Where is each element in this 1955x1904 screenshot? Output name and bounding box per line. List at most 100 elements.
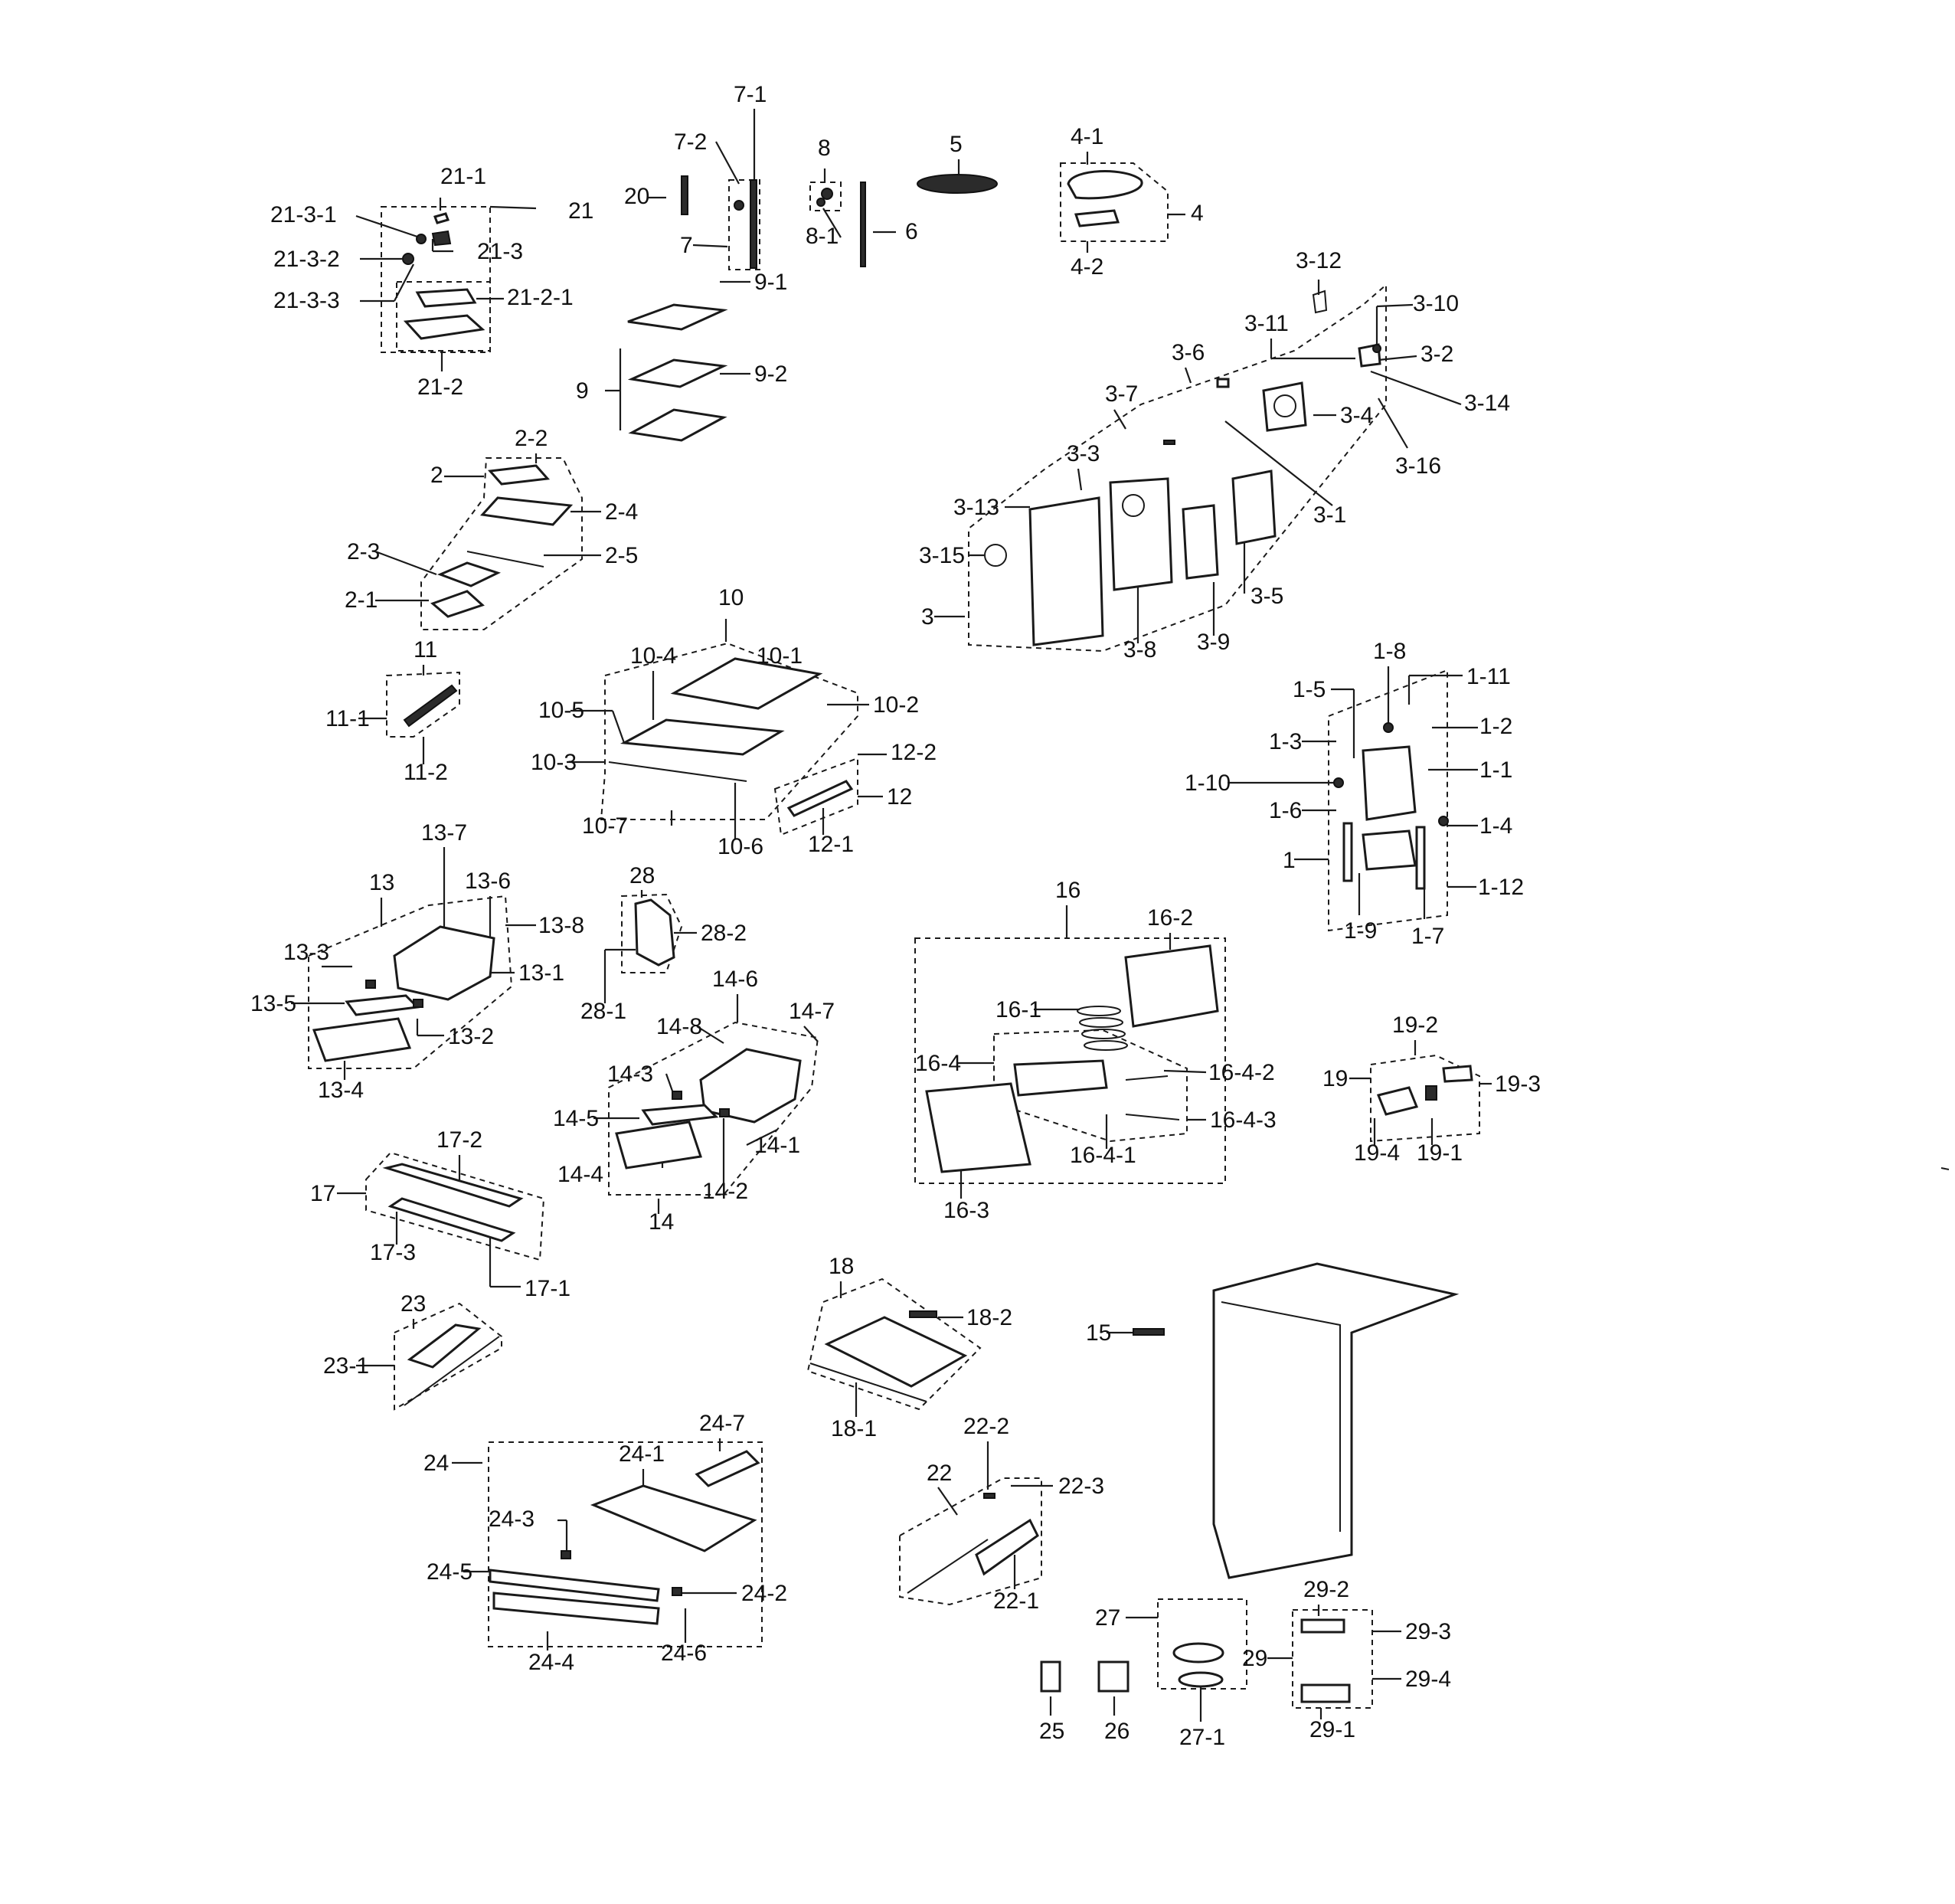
part-label-3-16: 3-16 — [1395, 453, 1441, 479]
part-24-7-shape — [695, 1450, 760, 1487]
part-label-3-8: 3-8 — [1123, 637, 1156, 662]
part-label-16-4-1: 16-4-1 — [1070, 1143, 1136, 1168]
part-label-8-1: 8-1 — [806, 224, 839, 249]
part-label-12-2: 12-2 — [891, 740, 937, 765]
part-3-10-shape — [1372, 344, 1381, 353]
part-label-13-1: 13-1 — [518, 960, 564, 986]
part-label-29-3: 29-3 — [1405, 1619, 1451, 1644]
part-label-1-7: 1-7 — [1411, 924, 1444, 949]
part-shapes — [312, 170, 1950, 1703]
part-8-1-shape — [816, 198, 825, 207]
part-label-1-5: 1-5 — [1293, 677, 1326, 702]
part-label-1-2: 1-2 — [1479, 714, 1512, 739]
part-label-20: 20 — [624, 184, 649, 209]
part-label-17-2: 17-2 — [436, 1127, 482, 1153]
part-label-24: 24 — [423, 1451, 449, 1476]
group-2-outline — [420, 457, 583, 630]
group-21-outline — [381, 206, 491, 353]
part-24-4-shape — [492, 1592, 660, 1625]
part-label-24-1: 24-1 — [619, 1441, 665, 1467]
part-label-28: 28 — [629, 863, 655, 888]
part-label-8: 8 — [818, 136, 831, 161]
part-21-3-shape — [431, 230, 452, 247]
part-label-12: 12 — [887, 784, 912, 810]
part-label-10: 10 — [718, 585, 744, 610]
part-label-18: 18 — [829, 1254, 854, 1279]
part-2-4-shape — [479, 496, 574, 526]
part-label-13-6: 13-6 — [465, 869, 511, 894]
group-24-outline — [488, 1441, 763, 1647]
part-label-10-5: 10-5 — [538, 698, 584, 723]
part-9-1-shape — [627, 303, 728, 331]
part-16-4-3-shape — [1125, 1114, 1180, 1120]
part-label-2: 2 — [430, 463, 443, 488]
part-20-shape — [681, 175, 688, 215]
part-5-shape — [917, 174, 998, 194]
group-29-outline — [1292, 1609, 1373, 1709]
part-label-10-3: 10-3 — [531, 750, 577, 775]
part-label-11: 11 — [414, 637, 437, 662]
part-26-shape — [1097, 1660, 1130, 1693]
part-3-9-shape — [1182, 504, 1219, 580]
part-label-14-1: 14-1 — [754, 1133, 800, 1158]
part-label-24-3: 24-3 — [489, 1507, 535, 1532]
part-3-15-shape — [984, 544, 1007, 567]
part-24-1-shape — [590, 1484, 757, 1552]
part-23-shape — [407, 1323, 482, 1369]
part-label-9-2: 9-2 — [754, 361, 787, 387]
part-label-3-12: 3-12 — [1296, 248, 1342, 273]
part-label-17: 17 — [310, 1181, 335, 1206]
part-14-1-shape — [699, 1048, 802, 1124]
part-label-9: 9 — [576, 378, 589, 404]
part-3-4-fan-shape — [1273, 394, 1296, 417]
part-18-1-shape — [809, 1363, 927, 1402]
group-12-outline — [773, 757, 858, 836]
part-label-19-1: 19-1 — [1417, 1140, 1463, 1166]
part-13-2-shape — [413, 999, 423, 1008]
part-14-5-shape — [641, 1104, 719, 1126]
part-label-16-4-2: 16-4-2 — [1208, 1060, 1275, 1085]
part-label-25: 25 — [1039, 1719, 1064, 1744]
part-label-3-1: 3-1 — [1313, 502, 1346, 528]
part-1-9-shape — [1362, 829, 1417, 871]
part-21-2-1-shape — [415, 288, 477, 308]
group-11-outline — [386, 671, 460, 738]
group-13-outline — [308, 895, 513, 1069]
part-label-2-5: 2-5 — [605, 543, 638, 568]
part-label-1-11: 1-11 — [1466, 664, 1511, 689]
part-11-shape — [403, 684, 458, 728]
part-label-12-1: 12-1 — [808, 832, 854, 857]
part-27-shape — [1172, 1642, 1224, 1664]
part-label-1-12: 1-12 — [1478, 875, 1524, 900]
part-label-1-10: 1-10 — [1185, 770, 1231, 796]
part-label-16-4: 16-4 — [915, 1051, 961, 1076]
part-2-1-shape — [430, 590, 485, 618]
part-1-8-shape — [1383, 722, 1394, 733]
part-label-24-6: 24-6 — [661, 1641, 707, 1666]
part-label-29: 29 — [1242, 1646, 1267, 1671]
part-label-13-2: 13-2 — [448, 1024, 494, 1049]
group-21-2-outline — [396, 281, 491, 352]
part-13-1-shape — [393, 925, 495, 1001]
part-label-3-13: 3-13 — [953, 495, 999, 520]
part-10-4-shape — [620, 718, 785, 756]
part-label-26: 26 — [1104, 1719, 1130, 1744]
part-1-12-shape — [1342, 822, 1353, 882]
part-29-1-shape — [1300, 1683, 1351, 1703]
part-25-shape — [1040, 1660, 1061, 1693]
part-2-2-shape — [487, 464, 551, 486]
part-23-1-shape — [404, 1336, 500, 1406]
part-label-13: 13 — [369, 870, 394, 895]
group-14-outline — [608, 1021, 819, 1196]
part-label-27-1: 27-1 — [1179, 1725, 1225, 1750]
part-label-21-2: 21-2 — [417, 375, 463, 400]
part-19-1-shape — [1425, 1085, 1437, 1101]
part-6-shape — [860, 182, 866, 267]
part-label-3-3: 3-3 — [1067, 441, 1100, 466]
part-label-14-4: 14-4 — [557, 1162, 603, 1187]
part-label-17-1: 17-1 — [525, 1276, 570, 1301]
part-label-16: 16 — [1055, 878, 1080, 903]
part-label-14-2: 14-2 — [702, 1179, 748, 1204]
